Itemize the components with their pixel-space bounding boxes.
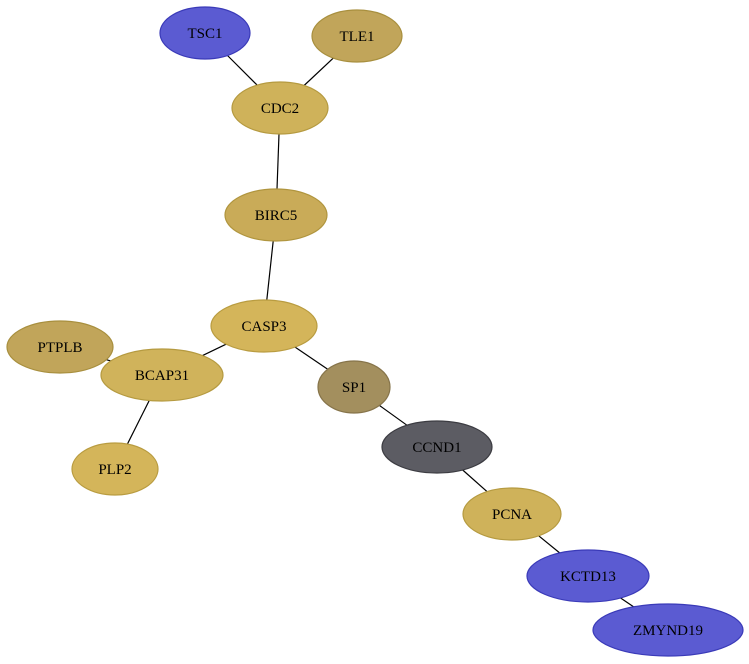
node-ellipse: [159, 6, 251, 60]
node-tsc1[interactable]: TSC1: [159, 6, 251, 60]
node-ellipse: [210, 299, 318, 353]
node-ellipse: [526, 549, 650, 603]
edge-bcap31-plp2: [126, 400, 150, 445]
edge-sp1-ccnd1: [379, 404, 408, 426]
node-ccnd1[interactable]: CCND1: [381, 420, 493, 474]
edge-tsc1-cdc2: [227, 55, 258, 86]
node-ellipse: [231, 81, 329, 135]
node-label: ZMYND19: [633, 623, 703, 639]
node-ellipse: [317, 360, 391, 414]
edge-tle1-cdc2: [303, 57, 334, 86]
node-ptplb[interactable]: PTPLB: [6, 320, 114, 374]
node-label: PTPLB: [37, 340, 82, 356]
node-label: BIRC5: [255, 208, 298, 224]
node-ellipse: [71, 442, 159, 496]
node-ellipse: [462, 487, 562, 541]
node-plp2[interactable]: PLP2: [71, 442, 159, 496]
node-sp1[interactable]: SP1: [317, 360, 391, 414]
node-label: TSC1: [187, 26, 222, 42]
edge-kctd13-zmynd19: [620, 597, 635, 608]
edge-casp3-sp1: [294, 346, 329, 370]
node-tle1[interactable]: TLE1: [311, 9, 403, 63]
node-label: BCAP31: [135, 368, 189, 384]
node-birc5[interactable]: BIRC5: [224, 188, 328, 242]
edge-birc5-casp3: [266, 240, 274, 301]
node-label: CDC2: [261, 101, 299, 117]
node-ellipse: [311, 9, 403, 63]
edge-pcna-kctd13: [538, 535, 561, 554]
node-ellipse: [381, 420, 493, 474]
edge-casp3-bcap31: [202, 343, 227, 357]
node-label: PLP2: [98, 462, 131, 478]
node-label: KCTD13: [560, 569, 616, 585]
node-casp3[interactable]: CASP3: [210, 299, 318, 353]
node-ellipse: [6, 320, 114, 374]
node-bcap31[interactable]: BCAP31: [100, 348, 224, 402]
node-label: TLE1: [340, 29, 375, 45]
node-cdc2[interactable]: CDC2: [231, 81, 329, 135]
node-label: CCND1: [412, 440, 461, 456]
edge-ccnd1-pcna: [462, 469, 488, 493]
edge-cdc2-birc5: [276, 133, 280, 190]
node-ellipse: [100, 348, 224, 402]
node-zmynd19[interactable]: ZMYND19: [592, 603, 744, 657]
node-label: SP1: [342, 380, 366, 396]
node-pcna[interactable]: PCNA: [462, 487, 562, 541]
node-ellipse: [592, 603, 744, 657]
node-kctd13[interactable]: KCTD13: [526, 549, 650, 603]
node-label: CASP3: [241, 319, 286, 335]
node-ellipse: [224, 188, 328, 242]
node-label: PCNA: [492, 507, 532, 523]
